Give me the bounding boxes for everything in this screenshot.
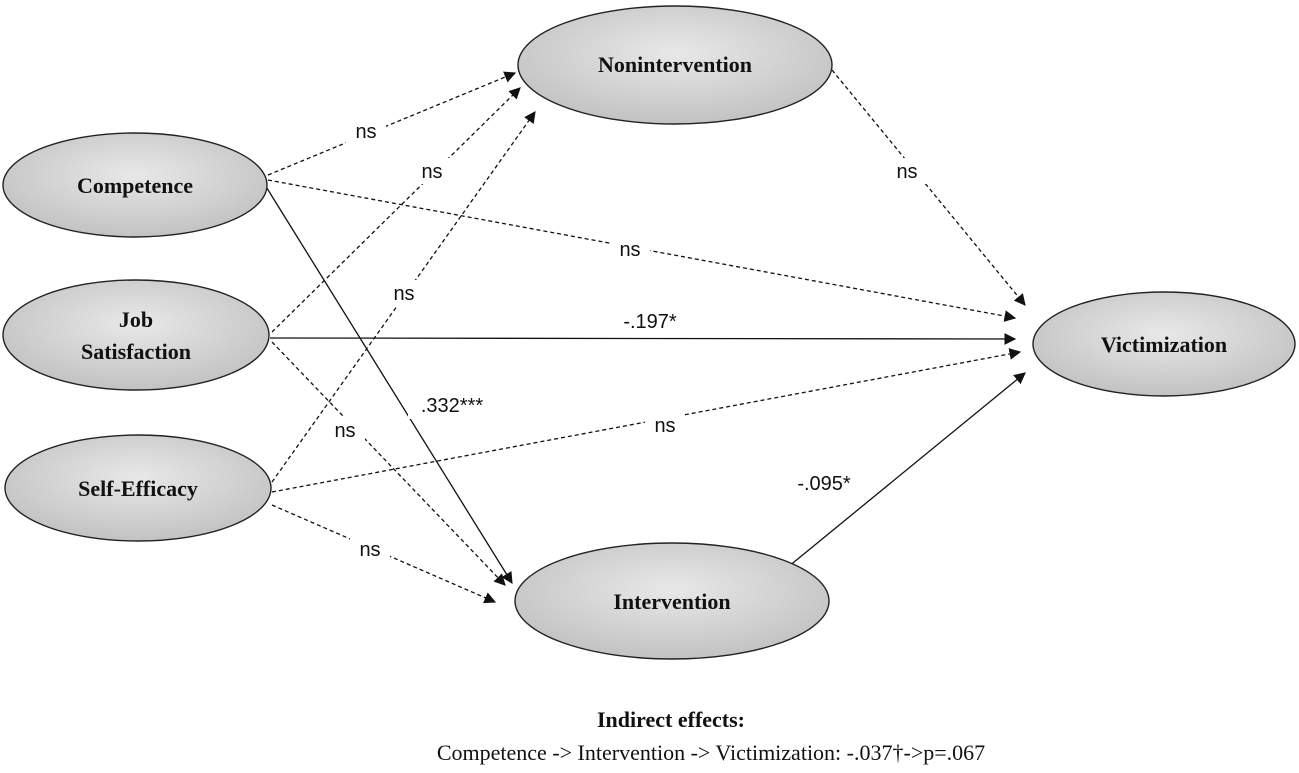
node-competence-label: Competence	[77, 173, 193, 198]
node-job-satisfaction: Job Satisfaction	[2, 279, 270, 391]
node-job-satisfaction-label-line1: Job	[119, 307, 153, 332]
node-intervention: Intervention	[514, 542, 830, 660]
footer-title: Indirect effects:	[597, 707, 745, 732]
edge-competence-intervention	[264, 184, 513, 584]
edge-label-selfeff-intervention: ns	[359, 539, 380, 561]
node-victimization: Victimization	[1032, 291, 1296, 397]
edge-label-intervention-victimization: -.095*	[797, 473, 851, 495]
node-self-efficacy-label: Self-Efficacy	[78, 476, 198, 501]
node-competence: Competence	[2, 132, 268, 238]
edge-label-competence-victimization: ns	[619, 239, 640, 261]
node-nonintervention-label: Nonintervention	[598, 52, 752, 77]
edge-nonintervention-victimization	[831, 69, 1026, 306]
edge-competence-nonintervention	[267, 71, 517, 176]
edge-jobsat-intervention	[271, 341, 506, 586]
edge-label-jobsat-intervention: ns	[334, 420, 355, 442]
edge-label-selfeff-victimization: ns	[654, 415, 675, 437]
node-intervention-label: Intervention	[613, 589, 730, 614]
edge-label-competence-intervention: .332***	[421, 395, 483, 417]
edge-label-competence-nonintervention: ns	[355, 121, 376, 143]
edge-label-jobsat-victimization: -.197*	[623, 311, 677, 333]
edge-intervention-victimization	[787, 372, 1026, 568]
edge-jobsat-nonintervention	[271, 87, 521, 333]
node-nonintervention: Nonintervention	[517, 5, 833, 125]
node-self-efficacy: Self-Efficacy	[4, 434, 272, 542]
node-victimization-label: Victimization	[1101, 332, 1227, 357]
edge-jobsat-victimization	[269, 333, 1017, 345]
edge-label-jobsat-nonintervention: ns	[421, 161, 442, 183]
footer-indirect-effect: Competence -> Intervention -> Victimizat…	[437, 740, 985, 765]
node-job-satisfaction-label-line2: Satisfaction	[81, 339, 191, 364]
edge-label-selfeff-nonintervention: ns	[393, 283, 414, 305]
edge-label-nonintervention-victimization: ns	[896, 161, 917, 183]
